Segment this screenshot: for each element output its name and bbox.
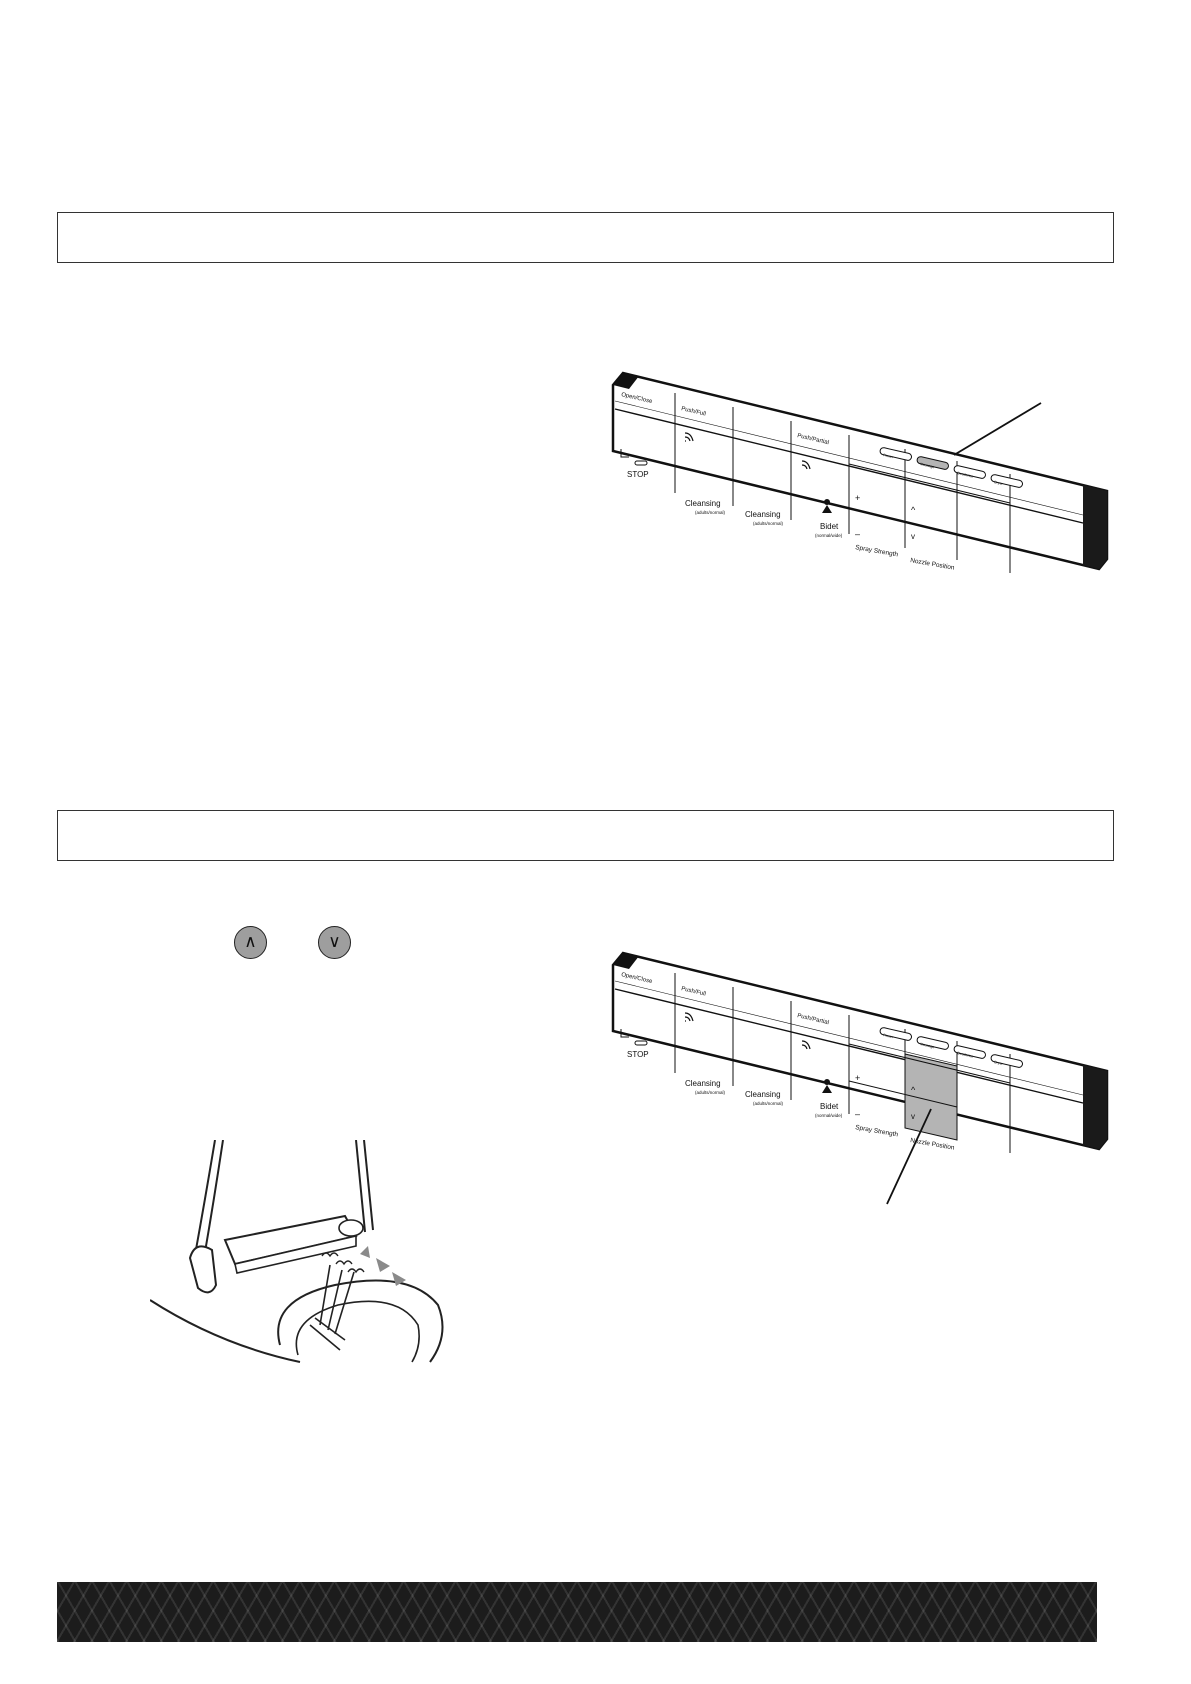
cleansing-button-2-sub: (adults/normal) bbox=[753, 1101, 784, 1106]
bidet-button-sub: (normal/wide) bbox=[815, 1113, 843, 1118]
spray-strength-label: Spray Strength bbox=[855, 544, 899, 558]
spray-plus-symbol: + bbox=[855, 493, 860, 503]
small-button-label-massage: Massage bbox=[920, 1042, 935, 1049]
nozzle-position-label: Nozzle Position bbox=[910, 557, 956, 572]
stop-label: STOP bbox=[627, 470, 649, 479]
spray-minus-symbol: – bbox=[855, 529, 860, 539]
control-panel-illustration-2: Open/Close Push/Full Push/Partial STOP C… bbox=[605, 935, 1115, 1210]
push-full-label: Push/Full bbox=[681, 406, 707, 417]
cleansing-button-1-label: Cleansing bbox=[685, 499, 721, 508]
small-button-label-deodorize: Deodorize bbox=[957, 1051, 974, 1059]
push-full-label: Push/Full bbox=[681, 986, 707, 997]
toilet-seat-nozzle-drawing bbox=[149, 1139, 444, 1363]
control-panel-drawing: Open/Close Push/Full Push/Partial STOP C… bbox=[611, 371, 1109, 573]
cleansing-button-2-label: Cleansing bbox=[745, 1090, 781, 1099]
small-button-label-massage: Massage bbox=[920, 462, 935, 469]
spray-plus-symbol: + bbox=[855, 1073, 860, 1083]
control-panel-drawing-highlighted: Open/Close Push/Full Push/Partial STOP C… bbox=[611, 951, 1109, 1205]
section-header-box-1 bbox=[57, 212, 1114, 263]
cleansing-button-1-sub: (adults/normal) bbox=[695, 510, 726, 515]
bidet-button-sub: (normal/wide) bbox=[815, 533, 843, 538]
small-button-label-dryer: Dryer bbox=[994, 480, 1004, 486]
nozzle-down-symbol: v bbox=[911, 532, 915, 541]
nozzle-up-symbol: ^ bbox=[911, 1085, 916, 1095]
small-button-label-deodorize: Deodorize bbox=[957, 471, 974, 479]
small-button-label-power: Power bbox=[883, 453, 895, 459]
section-header-box-2 bbox=[57, 810, 1114, 861]
nozzle-down-symbol: v bbox=[911, 1112, 915, 1121]
bidet-button-label: Bidet bbox=[820, 1102, 839, 1111]
bidet-button-label: Bidet bbox=[820, 522, 839, 531]
spray-minus-symbol: – bbox=[855, 1109, 860, 1119]
nozzle-up-symbol: ^ bbox=[911, 505, 916, 515]
nozzle-up-button-icon: ∧ bbox=[234, 926, 267, 959]
small-button-label-power: Power bbox=[883, 1033, 895, 1039]
footer-pattern-band bbox=[57, 1582, 1097, 1642]
spray-strength-label: Spray Strength bbox=[855, 1124, 899, 1138]
small-button-label-dryer: Dryer bbox=[994, 1060, 1004, 1066]
cleansing-button-1-label: Cleansing bbox=[685, 1079, 721, 1088]
nozzle-position-illustration bbox=[149, 1139, 480, 1370]
cleansing-button-2-sub: (adults/normal) bbox=[753, 521, 784, 526]
stop-label: STOP bbox=[627, 1050, 649, 1059]
nozzle-down-button-icon: ∨ bbox=[318, 926, 351, 959]
cleansing-button-2-label: Cleansing bbox=[745, 510, 781, 519]
control-panel-illustration-1: Open/Close Push/Full Push/Partial STOP C… bbox=[605, 355, 1115, 615]
cleansing-button-1-sub: (adults/normal) bbox=[695, 1090, 726, 1095]
